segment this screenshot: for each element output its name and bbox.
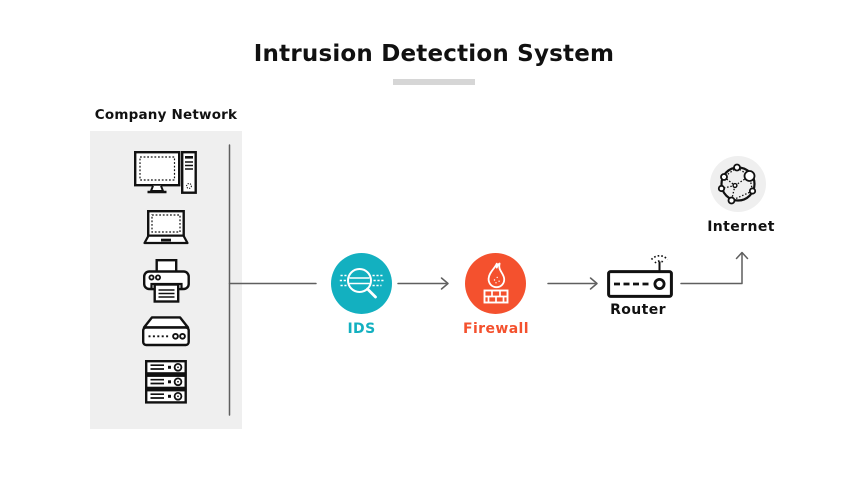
- ids-to-firewall-arrowhead: [440, 277, 449, 290]
- internet-node: [710, 156, 766, 212]
- router-label: Router: [610, 302, 666, 318]
- search-scan-icon: [339, 267, 384, 298]
- page-title: Intrusion Detection System: [253, 41, 615, 67]
- firewall-to-router-arrowhead: [589, 277, 598, 290]
- network-globe-icon: [717, 163, 757, 205]
- internet-label: Internet: [707, 219, 775, 235]
- server-rack-icon: [145, 360, 187, 404]
- ids-label: IDS: [347, 321, 376, 337]
- company-network-panel: [90, 131, 242, 429]
- ids-node: [331, 253, 392, 314]
- firewall-label: Firewall: [463, 321, 529, 337]
- company-network-label: Company Network: [94, 107, 238, 123]
- printer-icon: [142, 259, 190, 303]
- flame-brick-wall-icon: [483, 262, 508, 303]
- router-node: [607, 248, 673, 298]
- title-underline-decoration: [393, 79, 475, 85]
- router-to-internet-line: [680, 253, 743, 285]
- firewall-node: [465, 253, 526, 314]
- router-to-internet-arrowhead: [735, 251, 749, 260]
- wireless-router-icon: [607, 255, 673, 298]
- desktop-computer-icon: [134, 151, 198, 197]
- laptop-icon: [142, 210, 190, 246]
- network-switch-icon: [142, 316, 190, 347]
